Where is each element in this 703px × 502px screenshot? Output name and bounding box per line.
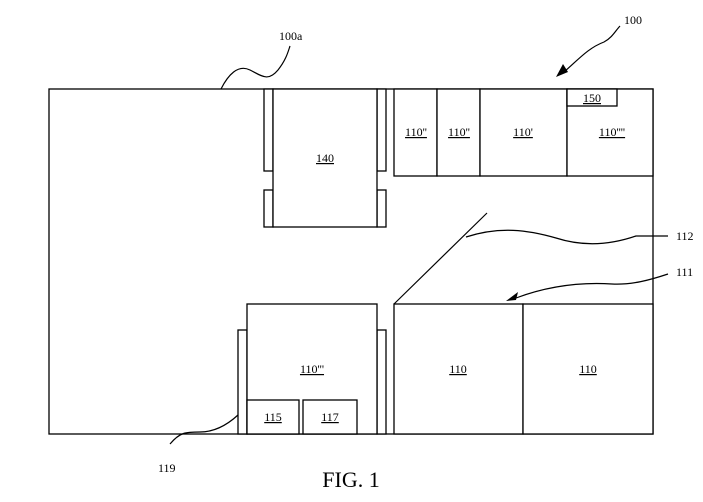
room-110-prime	[479, 88, 568, 177]
leader-111	[515, 273, 669, 299]
label-110-dprime-2: 110''	[448, 125, 470, 139]
side-tab	[376, 329, 387, 435]
label-117: 117	[321, 410, 339, 424]
room-110-b	[522, 303, 654, 435]
side-tab	[237, 329, 248, 435]
label-112: 112	[676, 229, 694, 243]
side-tab	[263, 189, 274, 228]
label-110-a: 110	[449, 362, 467, 376]
label-110-dprime-1: 110''	[405, 125, 427, 139]
block-140	[272, 88, 378, 228]
side-tab	[263, 88, 274, 172]
label-110-qprime: 110''''	[599, 125, 625, 139]
side-tab	[376, 88, 387, 172]
figure-caption: FIG. 1	[322, 467, 379, 492]
label-150: 150	[583, 91, 601, 105]
leader-112	[465, 229, 668, 245]
label-100a: 100a	[279, 29, 303, 43]
room-110-dprime-1	[393, 88, 438, 177]
label-110-prime: 110'	[513, 125, 533, 139]
door-112	[393, 212, 488, 305]
label-111: 111	[676, 265, 693, 279]
label-140: 140	[316, 151, 334, 165]
leader-100a	[220, 45, 291, 90]
label-115: 115	[264, 410, 282, 424]
block-115	[246, 399, 300, 435]
leader-100	[563, 25, 621, 73]
label-110-b: 110	[579, 362, 597, 376]
label-100: 100	[624, 13, 642, 27]
leader-119	[169, 414, 239, 445]
label-110-tprime: 110'''	[300, 362, 324, 376]
arrowhead-111	[506, 292, 518, 301]
block-150	[566, 88, 618, 107]
label-119: 119	[158, 461, 176, 475]
room-110-a	[393, 303, 524, 435]
block-117	[302, 399, 358, 435]
side-tab	[376, 189, 387, 228]
arrowhead-100	[556, 64, 568, 77]
